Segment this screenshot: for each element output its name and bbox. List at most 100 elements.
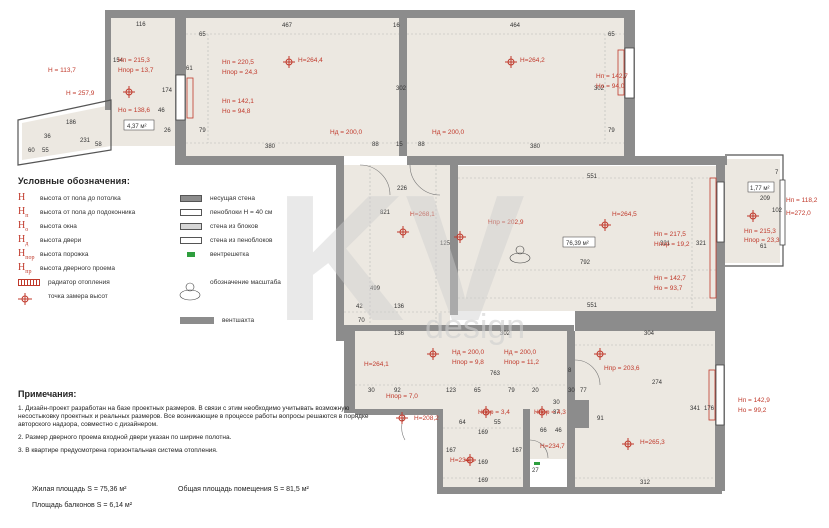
svg-text:302: 302 (396, 86, 407, 92)
svg-text:Hо = 93,7: Hо = 93,7 (654, 285, 683, 292)
svg-text:16: 16 (393, 23, 400, 29)
svg-text:792: 792 (580, 260, 591, 266)
bearing-wall-swatch (180, 194, 202, 202)
radiator-icon (18, 278, 40, 286)
svg-text:304: 304 (644, 331, 655, 337)
svg-text:65: 65 (199, 32, 206, 38)
svg-text:123: 123 (446, 388, 457, 394)
total-area: Общая площадь помещения S = 81,5 м² (178, 486, 309, 493)
svg-text:167: 167 (512, 448, 523, 454)
svg-text:Hпор = 11,2: Hпор = 11,2 (504, 359, 539, 366)
svg-text:27: 27 (532, 468, 539, 474)
svg-text:Hп = 220,5: Hп = 220,5 (222, 59, 254, 66)
svg-text:136: 136 (394, 331, 405, 337)
legend-item-ceiling: H высота от пола до потолка (18, 191, 121, 203)
room-area-balcony-right: 1,77 м² (750, 186, 769, 192)
svg-text:Hп = 118,2: Hп = 118,2 (786, 197, 818, 204)
legend-item-scale: обозначение масштаба (180, 276, 281, 288)
legend-item-vent-shaft: вентшахта (180, 314, 254, 326)
svg-text:186: 186 (66, 120, 77, 126)
svg-text:499: 499 (370, 286, 381, 292)
notes-title: Примечания: (18, 389, 77, 399)
svg-text:H=234,7: H=234,7 (540, 443, 565, 450)
svg-text:169: 169 (478, 460, 489, 466)
svg-text:Hд = 200,0: Hд = 200,0 (432, 129, 465, 136)
room-area-balcony-left: 4,37 м² (127, 124, 146, 130)
svg-text:36: 36 (44, 134, 51, 140)
svg-text:61: 61 (760, 244, 767, 250)
legend-item-door: Hд высота двери (18, 233, 82, 247)
svg-text:46: 46 (555, 428, 562, 434)
legend-symbol: Hо (18, 219, 29, 233)
svg-text:Hпор = 19,2: Hпор = 19,2 (654, 241, 690, 248)
svg-text:763: 763 (490, 371, 501, 377)
svg-text:88: 88 (418, 142, 425, 148)
svg-text:65: 65 (474, 388, 481, 394)
svg-text:231: 231 (80, 138, 91, 144)
scale-figure (179, 245, 531, 301)
legend-item-window: Hо высота окна (18, 219, 77, 233)
vent-grille-swatch (187, 251, 195, 257)
svg-text:102: 102 (772, 208, 783, 214)
svg-text:79: 79 (608, 128, 615, 134)
svg-text:Hп = 142,9: Hп = 142,9 (738, 397, 770, 404)
svg-text:302: 302 (500, 331, 511, 337)
svg-text:H=208,2: H=208,2 (414, 415, 439, 422)
svg-text:Hд = 200,0: Hд = 200,0 (452, 349, 485, 356)
measure-point-icon (18, 292, 40, 305)
svg-text:169: 169 (478, 478, 489, 484)
svg-text:380: 380 (530, 144, 541, 150)
legend-item-radiator: радиатор отопления (18, 276, 110, 288)
notes: Примечания: 1. Дизайн-проект разработан … (18, 389, 378, 460)
room-area-labels: 4,37 м² 76,39 м² 1,77 м² (123, 119, 775, 248)
svg-text:Hпор = 13,7: Hпор = 13,7 (118, 67, 154, 74)
svg-text:H = 113,7: H = 113,7 (48, 67, 76, 74)
legend-symbol: Hп (18, 205, 29, 219)
legend-symbol: Hпр (18, 261, 32, 275)
svg-text:551: 551 (587, 174, 598, 180)
svg-text:58: 58 (95, 142, 102, 148)
svg-text:55: 55 (494, 420, 501, 426)
foam-wall-swatch (180, 236, 202, 244)
svg-text:70: 70 (358, 318, 365, 324)
svg-text:H=264,5: H=264,5 (612, 211, 637, 218)
svg-text:Hпр = 203,6: Hпр = 203,6 (604, 365, 640, 372)
svg-text:467: 467 (282, 23, 293, 29)
legend-item-block-wall: стена из блоков (180, 220, 258, 232)
svg-text:65: 65 (608, 32, 615, 38)
svg-text:Hпр = 202,9: Hпр = 202,9 (488, 219, 524, 226)
windows (175, 47, 786, 426)
svg-text:Hо = 99,2: Hо = 99,2 (738, 407, 767, 414)
legend-symbol: Hпор (18, 247, 35, 261)
block-wall-swatch (180, 222, 202, 230)
svg-text:Hп = 142,1: Hп = 142,1 (222, 98, 254, 105)
svg-text:Hпор = 7,0: Hпор = 7,0 (386, 393, 418, 400)
svg-text:154: 154 (113, 58, 124, 64)
legend-title: Условные обозначения: (18, 176, 131, 186)
svg-text:H=268,1: H=268,1 (410, 211, 435, 218)
svg-text:Hп = 142,7: Hп = 142,7 (596, 73, 628, 80)
height-labels: H = 113,7 H = 257,9 Hп = 215,3 Hпор = 13… (48, 57, 818, 464)
svg-text:H=272,0: H=272,0 (786, 210, 811, 217)
svg-text:321: 321 (660, 241, 671, 247)
svg-text:Hо = 94,0: Hо = 94,0 (596, 83, 625, 90)
note-3: 3. В квартире предусмотрена горизонтальн… (18, 447, 218, 454)
svg-text:55: 55 (42, 148, 49, 154)
svg-text:92: 92 (394, 388, 401, 394)
note-1: 1. Дизайн-проект разработан на базе прое… (18, 405, 369, 428)
legend-symbol: H (18, 191, 26, 203)
dimension-labels: 116 467 16 464 154 65 65 174 61 302 302 … (28, 22, 783, 486)
room-area-living: 76,39 м² (566, 241, 589, 247)
svg-text:20: 20 (532, 388, 539, 394)
svg-text:341: 341 (690, 406, 701, 412)
svg-text:226: 226 (397, 186, 408, 192)
svg-text:H=265,3: H=265,3 (640, 439, 665, 446)
svg-text:Hо = 94,8: Hо = 94,8 (222, 108, 251, 115)
svg-text:169: 169 (478, 430, 489, 436)
legend-item-foam-wall: стена из пеноблоков (180, 234, 272, 246)
svg-text:H=264,1: H=264,1 (364, 361, 389, 368)
note-2: 2. Размер дверного проема входной двери … (18, 434, 232, 441)
svg-text:26: 26 (164, 128, 171, 134)
svg-text:Hп = 215,3: Hп = 215,3 (118, 57, 150, 64)
svg-text:Hп = 215,3: Hп = 215,3 (744, 228, 776, 235)
